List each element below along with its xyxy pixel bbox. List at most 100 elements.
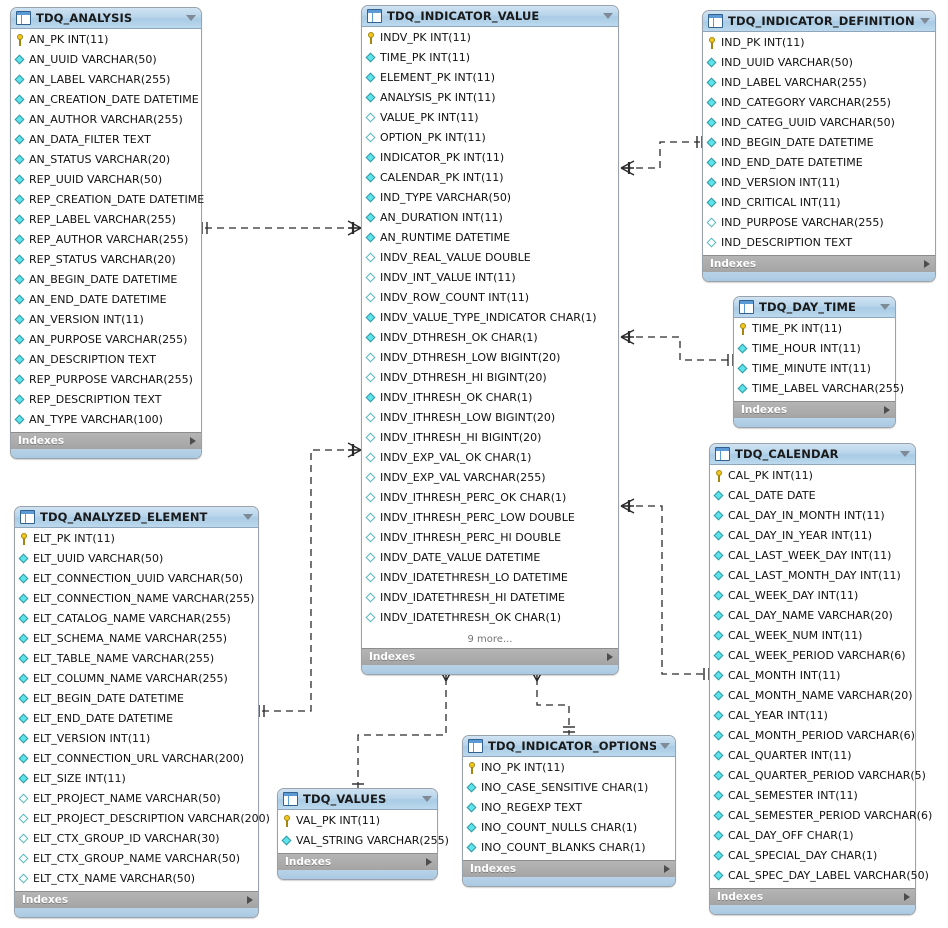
column-row[interactable]: ELT_CONNECTION_UUID VARCHAR(50) xyxy=(15,569,258,589)
chevron-right-icon[interactable] xyxy=(924,260,930,268)
column-row[interactable]: CAL_MONTH_NAME VARCHAR(20) xyxy=(710,686,915,706)
column-row[interactable]: VAL_STRING VARCHAR(255) xyxy=(278,831,449,851)
column-row[interactable]: INDV_ITHRESH_HI BIGINT(20) xyxy=(362,428,618,448)
column-row[interactable]: INDV_IDATETHRESH_OK CHAR(1) xyxy=(362,608,618,628)
chevron-right-icon[interactable] xyxy=(607,653,613,661)
column-row[interactable]: INDV_DTHRESH_HI BIGINT(20) xyxy=(362,368,618,388)
column-row[interactable]: INDV_VALUE_TYPE_INDICATOR CHAR(1) xyxy=(362,308,618,328)
column-row[interactable]: REP_PURPOSE VARCHAR(255) xyxy=(11,370,201,390)
column-row[interactable]: INDV_ITHRESH_OK CHAR(1) xyxy=(362,388,618,408)
more-columns-label[interactable]: 9 more... xyxy=(467,633,513,645)
chevron-down-icon[interactable] xyxy=(243,514,253,520)
column-row[interactable]: CAL_SEMESTER INT(11) xyxy=(710,786,915,806)
chevron-right-icon[interactable] xyxy=(664,865,670,873)
chevron-down-icon[interactable] xyxy=(920,18,930,24)
column-row[interactable]: ELT_BEGIN_DATE DATETIME xyxy=(15,689,258,709)
entity-header-tdq_day_time[interactable]: TDQ_DAY_TIME xyxy=(734,297,895,318)
column-row[interactable]: INO_PK INT(11) xyxy=(463,758,675,778)
column-row[interactable]: ELT_COLUMN_NAME VARCHAR(255) xyxy=(15,669,258,689)
chevron-right-icon[interactable] xyxy=(904,893,910,901)
column-row[interactable]: INDV_DTHRESH_OK CHAR(1) xyxy=(362,328,618,348)
column-row[interactable]: ELT_PROJECT_DESCRIPTION VARCHAR(200) xyxy=(15,809,270,829)
column-row[interactable]: AN_DURATION INT(11) xyxy=(362,208,618,228)
column-row[interactable]: IND_UUID VARCHAR(50) xyxy=(703,53,935,73)
column-row[interactable]: REP_UUID VARCHAR(50) xyxy=(11,170,201,190)
column-row[interactable]: INO_CASE_SENSITIVE CHAR(1) xyxy=(463,778,675,798)
column-row[interactable]: INDV_ITHRESH_PERC_OK CHAR(1) xyxy=(362,488,618,508)
column-row[interactable]: AN_RUNTIME DATETIME xyxy=(362,228,618,248)
column-row[interactable]: IND_CATEGORY VARCHAR(255) xyxy=(703,93,935,113)
indexes-section-tdq_analyzed_element[interactable]: Indexes xyxy=(15,891,258,908)
column-row[interactable]: ELT_CONNECTION_NAME VARCHAR(255) xyxy=(15,589,258,609)
column-row[interactable]: TIME_PK INT(11) xyxy=(734,319,895,339)
column-row[interactable]: AN_STATUS VARCHAR(20) xyxy=(11,150,201,170)
column-row[interactable]: CAL_SPECIAL_DAY CHAR(1) xyxy=(710,846,915,866)
column-row[interactable]: REP_STATUS VARCHAR(20) xyxy=(11,250,201,270)
chevron-down-icon[interactable] xyxy=(660,743,670,749)
entity-header-tdq_analyzed_element[interactable]: TDQ_ANALYZED_ELEMENT xyxy=(15,507,258,528)
indexes-section-tdq_values[interactable]: Indexes xyxy=(278,853,437,870)
column-row[interactable]: INDICATOR_PK INT(11) xyxy=(362,148,618,168)
column-row[interactable]: INDV_DTHRESH_LOW BIGINT(20) xyxy=(362,348,618,368)
column-row[interactable]: IND_END_DATE DATETIME xyxy=(703,153,935,173)
column-row[interactable]: IND_CRITICAL INT(11) xyxy=(703,193,935,213)
entity-header-tdq_indicator_value[interactable]: TDQ_INDICATOR_VALUE xyxy=(362,6,618,27)
column-row[interactable]: AN_PK INT(11) xyxy=(11,30,201,50)
column-row[interactable]: INDV_IDATETHRESH_LO DATETIME xyxy=(362,568,618,588)
column-row[interactable]: IND_DESCRIPTION TEXT xyxy=(703,233,935,253)
column-row[interactable]: REP_CREATION_DATE DATETIME xyxy=(11,190,204,210)
column-row[interactable]: ELT_CONNECTION_URL VARCHAR(200) xyxy=(15,749,258,769)
column-row[interactable]: VAL_PK INT(11) xyxy=(278,811,437,831)
column-row[interactable]: CAL_DATE DATE xyxy=(710,486,915,506)
chevron-right-icon[interactable] xyxy=(247,896,253,904)
column-row[interactable]: ELEMENT_PK INT(11) xyxy=(362,68,618,88)
column-row[interactable]: IND_TYPE VARCHAR(50) xyxy=(362,188,618,208)
column-row[interactable]: ELT_CTX_NAME VARCHAR(50) xyxy=(15,869,258,889)
column-row[interactable]: AN_CREATION_DATE DATETIME xyxy=(11,90,201,110)
indexes-section-tdq_calendar[interactable]: Indexes xyxy=(710,888,915,905)
column-row[interactable]: ELT_END_DATE DATETIME xyxy=(15,709,258,729)
chevron-right-icon[interactable] xyxy=(426,858,432,866)
column-row[interactable]: TIME_PK INT(11) xyxy=(362,48,618,68)
column-row[interactable]: ELT_CTX_GROUP_NAME VARCHAR(50) xyxy=(15,849,258,869)
column-row[interactable]: CAL_QUARTER INT(11) xyxy=(710,746,915,766)
column-row[interactable]: REP_AUTHOR VARCHAR(255) xyxy=(11,230,201,250)
chevron-down-icon[interactable] xyxy=(900,451,910,457)
column-row[interactable]: ELT_CTX_GROUP_ID VARCHAR(30) xyxy=(15,829,258,849)
column-row[interactable]: TIME_MINUTE INT(11) xyxy=(734,359,895,379)
column-row[interactable]: CAL_WEEK_DAY INT(11) xyxy=(710,586,915,606)
column-row[interactable]: CAL_DAY_IN_YEAR INT(11) xyxy=(710,526,915,546)
column-row[interactable]: AN_PURPOSE VARCHAR(255) xyxy=(11,330,201,350)
column-row[interactable]: CAL_SEMESTER_PERIOD VARCHAR(6) xyxy=(710,806,932,826)
chevron-right-icon[interactable] xyxy=(884,406,890,414)
column-row[interactable]: AN_END_DATE DATETIME xyxy=(11,290,201,310)
column-row[interactable]: ELT_CATALOG_NAME VARCHAR(255) xyxy=(15,609,258,629)
column-row[interactable]: CAL_LAST_MONTH_DAY INT(11) xyxy=(710,566,915,586)
column-row[interactable]: ANALYSIS_PK INT(11) xyxy=(362,88,618,108)
column-row[interactable]: CAL_MONTH_PERIOD VARCHAR(6) xyxy=(710,726,915,746)
column-row[interactable]: AN_DATA_FILTER TEXT xyxy=(11,130,201,150)
column-row[interactable]: AN_AUTHOR VARCHAR(255) xyxy=(11,110,201,130)
column-row[interactable]: CAL_DAY_IN_MONTH INT(11) xyxy=(710,506,915,526)
column-row[interactable]: INDV_DATE_VALUE DATETIME xyxy=(362,548,618,568)
chevron-down-icon[interactable] xyxy=(880,304,890,310)
column-row[interactable]: IND_CATEG_UUID VARCHAR(50) xyxy=(703,113,935,133)
column-row[interactable]: INDV_EXP_VAL VARCHAR(255) xyxy=(362,468,618,488)
column-row[interactable]: AN_BEGIN_DATE DATETIME xyxy=(11,270,201,290)
entity-header-tdq_indicator_definition[interactable]: TDQ_INDICATOR_DEFINITION xyxy=(703,11,935,32)
entity-header-tdq_values[interactable]: TDQ_VALUES xyxy=(278,789,437,810)
column-row[interactable]: CAL_PK INT(11) xyxy=(710,466,915,486)
column-row[interactable]: ELT_PK INT(11) xyxy=(15,529,258,549)
chevron-down-icon[interactable] xyxy=(186,15,196,21)
column-row[interactable]: CAL_LAST_WEEK_DAY INT(11) xyxy=(710,546,915,566)
column-row[interactable]: IND_VERSION INT(11) xyxy=(703,173,935,193)
column-row[interactable]: INO_COUNT_NULLS CHAR(1) xyxy=(463,818,675,838)
column-row[interactable]: ELT_TABLE_NAME VARCHAR(255) xyxy=(15,649,258,669)
indexes-section-tdq_indicator_value[interactable]: Indexes xyxy=(362,648,618,665)
column-row[interactable]: INDV_ITHRESH_LOW BIGINT(20) xyxy=(362,408,618,428)
